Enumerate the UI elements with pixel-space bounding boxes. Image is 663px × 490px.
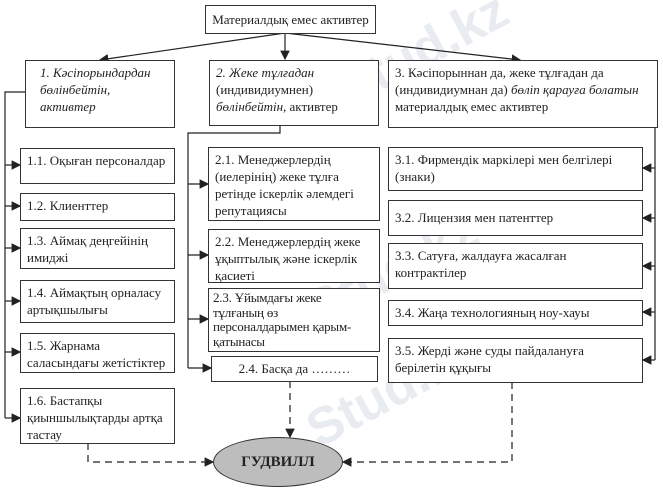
category-1: 1. Кәсіпорындардан бөлінбейтін, активтер	[25, 60, 175, 128]
item-1-6: 1.6. Бастапқы қиыншылықтарды артқа таста…	[20, 388, 175, 444]
item-3-1: 3.1. Фирмендік маркілері мен белгілері (…	[388, 147, 643, 191]
item-2-3: 2.3. Ұйымдағы жеке тұлғаның өз персоналд…	[208, 288, 380, 352]
category-number: 3.	[395, 65, 405, 80]
item-3-4: 3.4. Жаңа технологияның ноу-хауы	[388, 300, 643, 326]
item-3-2: 3.2. Лицензия мен патенттер	[388, 200, 643, 236]
category-text: Кәсіпорыннан да, жеке тұлғадан да (индив…	[395, 65, 604, 97]
goodwill-node: ГУДВИЛЛ	[213, 437, 343, 487]
item-3-3: 3.3. Сатуға, жалдауға жасалған контракті…	[388, 243, 643, 289]
item-1-2: 1.2. Клиенттер	[20, 193, 175, 221]
item-1-3: 1.3. Аймақ деңгейінің имиджі	[20, 228, 175, 269]
item-1-5: 1.5. Жарнама саласындағы жетістіктер	[20, 333, 175, 373]
category-text: бөлінбейтін,	[216, 99, 287, 114]
category-text: (индивидиумнен)	[216, 82, 314, 97]
item-3-5: 3.5. Жерді және суды пайдалануға берілет…	[388, 338, 643, 383]
category-3: 3. Кәсіпорыннан да, жеке тұлғадан да (ин…	[388, 60, 658, 128]
item-1-1: 1.1. Оқыған персоналдар	[20, 148, 175, 184]
category-number: 2.	[216, 65, 226, 80]
item-2-4: 2.4. Басқа да ………	[211, 356, 378, 382]
category-text: Кәсіпорындардан бөлінбейтін, активтер	[40, 65, 151, 114]
category-text: активтер	[289, 99, 338, 114]
root-node: Материалдық емес активтер	[205, 5, 376, 34]
category-text: Жеке тұлғадан	[229, 65, 315, 80]
category-2: 2. Жеке тұлғадан (индивидиумнен) бөлінбе…	[209, 60, 379, 126]
category-number: 1.	[40, 65, 50, 80]
category-text: материалдық емес активтер	[395, 99, 549, 114]
category-text: бөліп қарауға болатын	[510, 82, 639, 97]
item-1-4: 1.4. Аймақтың орналасу артықшылығы	[20, 280, 175, 323]
item-2-1: 2.1. Менеджерлердің (иелерінің) жеке тұл…	[208, 147, 380, 221]
item-2-2: 2.2. Менеджерлердің жеке ұқыптылық және …	[208, 229, 380, 283]
